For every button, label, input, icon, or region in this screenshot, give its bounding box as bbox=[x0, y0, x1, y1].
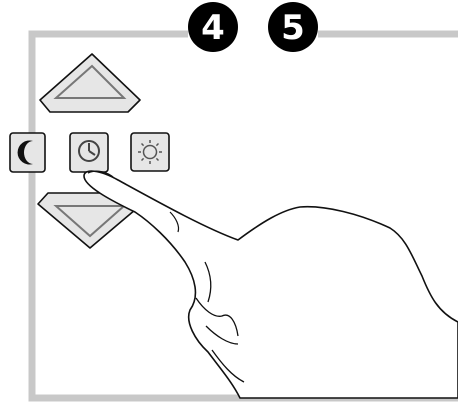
step-badge-4: 4 bbox=[188, 2, 238, 52]
step-badge-5-label: 5 bbox=[281, 8, 305, 48]
day-mode-button[interactable] bbox=[131, 133, 169, 171]
up-button[interactable] bbox=[40, 54, 140, 112]
hand-illustration bbox=[84, 171, 458, 398]
step-badge-4-label: 4 bbox=[201, 8, 225, 48]
timer-button[interactable] bbox=[70, 133, 108, 172]
night-mode-button[interactable] bbox=[10, 133, 45, 172]
step-badge-5: 5 bbox=[268, 2, 318, 52]
